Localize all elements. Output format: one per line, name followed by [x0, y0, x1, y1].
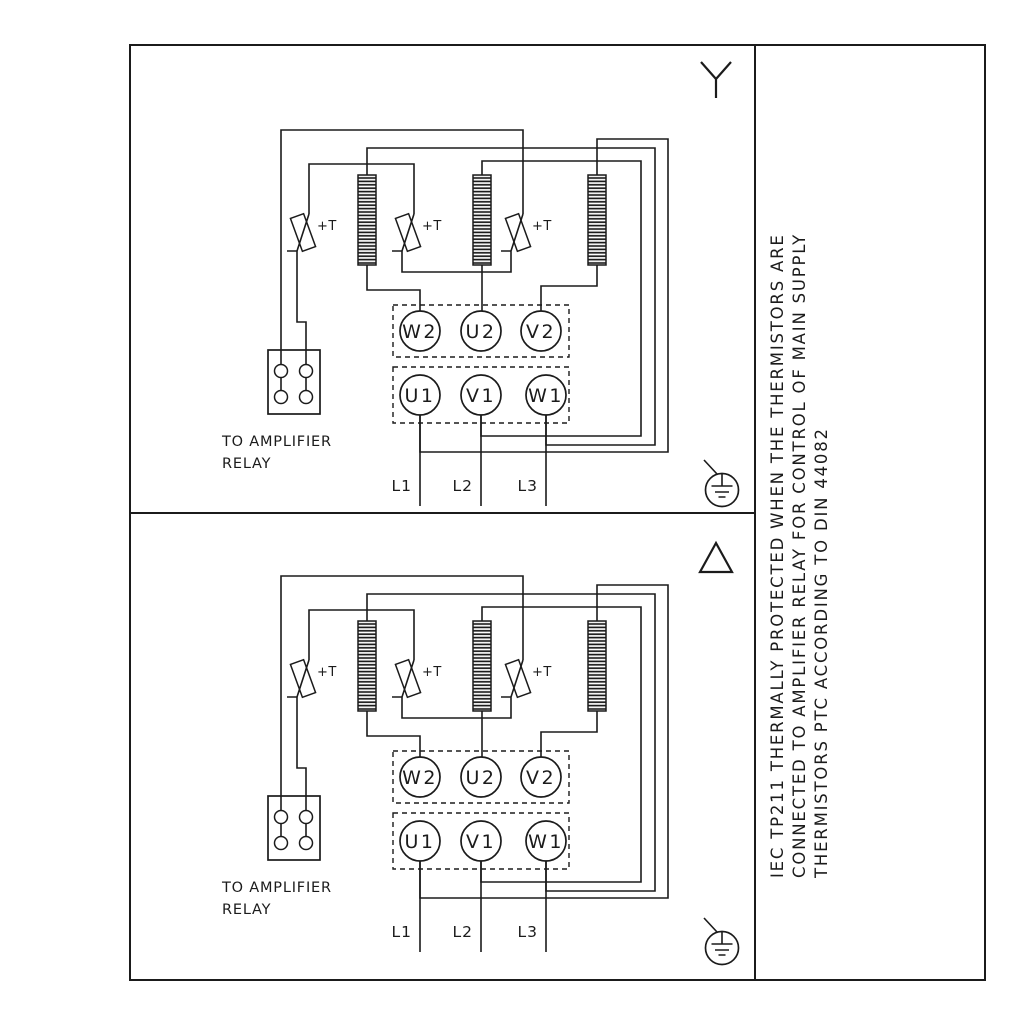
thermistor-label: +T — [532, 665, 552, 680]
supply-line-label-l2: L2 — [453, 477, 474, 495]
terminal-label-v1: V1 — [466, 385, 496, 407]
terminal-label-v2: V2 — [526, 767, 556, 789]
terminal-label-v2: V2 — [526, 321, 556, 343]
note-line-1: IEC TP211 THERMALLY PROTECTED WHEN THE T… — [768, 233, 787, 878]
terminal-label-w1: W1 — [528, 831, 564, 853]
relay-caption-line-2: RELAY — [222, 902, 271, 918]
supply-line-label-l1: L1 — [392, 923, 413, 941]
star-symbol — [700, 61, 732, 98]
earth-symbol-top — [703, 459, 740, 508]
terminal-label-w2: W2 — [402, 767, 438, 789]
terminal-label-w2: W2 — [402, 321, 438, 343]
terminal-label-v1: V1 — [466, 831, 496, 853]
note-column: IEC TP211 THERMALLY PROTECTED WHEN THE T… — [768, 233, 831, 879]
panel-star-labels: +T +T +T W2 U2 V2 U1 V1 W1 L1 L2 L3 TO A… — [221, 219, 564, 495]
terminal-label-u2: U2 — [466, 321, 497, 343]
relay-caption-line-2: RELAY — [222, 456, 271, 472]
terminal-label-u2: U2 — [466, 767, 497, 789]
panel-delta-labels: +T +T +T W2 U2 V2 U1 V1 W1 L1 L2 L3 TO A… — [221, 665, 564, 941]
supply-line-label-l2: L2 — [453, 923, 474, 941]
thermistor-label: +T — [532, 219, 552, 234]
note-line-2: CONNECTED TO AMPLIFIER RELAY FOR CONTROL… — [790, 233, 809, 878]
supply-line-label-l3: L3 — [518, 477, 539, 495]
terminal-label-w1: W1 — [528, 385, 564, 407]
thermistor-label: +T — [317, 219, 337, 234]
earth-symbol-bottom — [703, 917, 740, 966]
supply-line-label-l1: L1 — [392, 477, 413, 495]
thermistor-label: +T — [317, 665, 337, 680]
relay-caption-line-1: TO AMPLIFIER — [221, 880, 332, 896]
terminal-label-u1: U1 — [405, 385, 436, 407]
relay-caption-line-1: TO AMPLIFIER — [221, 434, 332, 450]
thermistor-label: +T — [422, 219, 442, 234]
delta-symbol — [698, 540, 734, 574]
thermistor-label: +T — [422, 665, 442, 680]
terminal-label-u1: U1 — [405, 831, 436, 853]
supply-line-label-l3: L3 — [518, 923, 539, 941]
note-line-3: THERMISTORS PTC ACCORDING TO DIN 44082 — [812, 427, 831, 879]
